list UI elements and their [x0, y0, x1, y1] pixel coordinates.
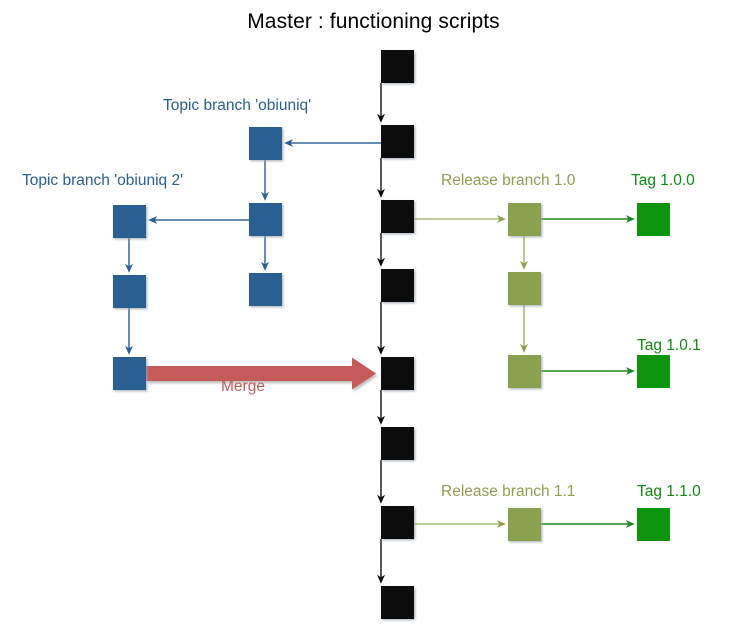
commit-node-release-10[interactable] — [508, 203, 541, 236]
commit-node-topic-obiuniq-2[interactable] — [113, 205, 146, 238]
tag-edges — [541, 215, 635, 528]
commit-node-release-10[interactable] — [508, 272, 541, 305]
commit-node-master[interactable] — [381, 586, 414, 619]
topic-nodes — [113, 127, 282, 390]
topic-edges — [125, 139, 381, 355]
commit-node-topic-obiuniq-2[interactable] — [113, 357, 146, 390]
commit-node-release-10[interactable] — [508, 355, 541, 388]
commit-node-topic-obiuniq-2[interactable] — [113, 275, 146, 308]
label-merge: Merge — [221, 378, 265, 395]
label-release-branch-10: Release branch 1.0 — [441, 172, 576, 189]
tag-node-101[interactable] — [637, 355, 670, 388]
label-tag-110: Tag 1.1.0 — [637, 483, 701, 500]
commit-node-release-11[interactable] — [508, 508, 541, 541]
commit-node-master[interactable] — [381, 357, 414, 390]
label-release-branch-11: Release branch 1.1 — [441, 483, 576, 500]
commit-node-topic-obiuniq[interactable] — [249, 273, 282, 306]
tag-nodes — [637, 203, 670, 541]
label-topic-branch-obiuniq-2: Topic branch 'obiuniq 2' — [22, 172, 184, 189]
tag-node-110[interactable] — [637, 508, 670, 541]
commit-node-master[interactable] — [381, 427, 414, 460]
master-nodes — [381, 50, 414, 619]
label-topic-branch-obiuniq: Topic branch 'obiuniq' — [163, 97, 312, 114]
commit-node-master[interactable] — [381, 125, 414, 158]
release-edges — [414, 215, 528, 528]
commit-node-master[interactable] — [381, 50, 414, 83]
commit-node-topic-obiuniq[interactable] — [249, 127, 282, 160]
label-tag-100: Tag 1.0.0 — [631, 172, 695, 189]
commit-node-master[interactable] — [381, 200, 414, 233]
merge-arrow — [146, 357, 376, 390]
label-tag-101: Tag 1.0.1 — [637, 337, 701, 354]
tag-node-100[interactable] — [637, 203, 670, 236]
commit-node-master[interactable] — [381, 506, 414, 539]
release-nodes — [508, 203, 541, 541]
page-title: Master : functioning scripts — [247, 10, 500, 33]
commit-node-master[interactable] — [381, 269, 414, 302]
commit-node-topic-obiuniq[interactable] — [249, 203, 282, 236]
